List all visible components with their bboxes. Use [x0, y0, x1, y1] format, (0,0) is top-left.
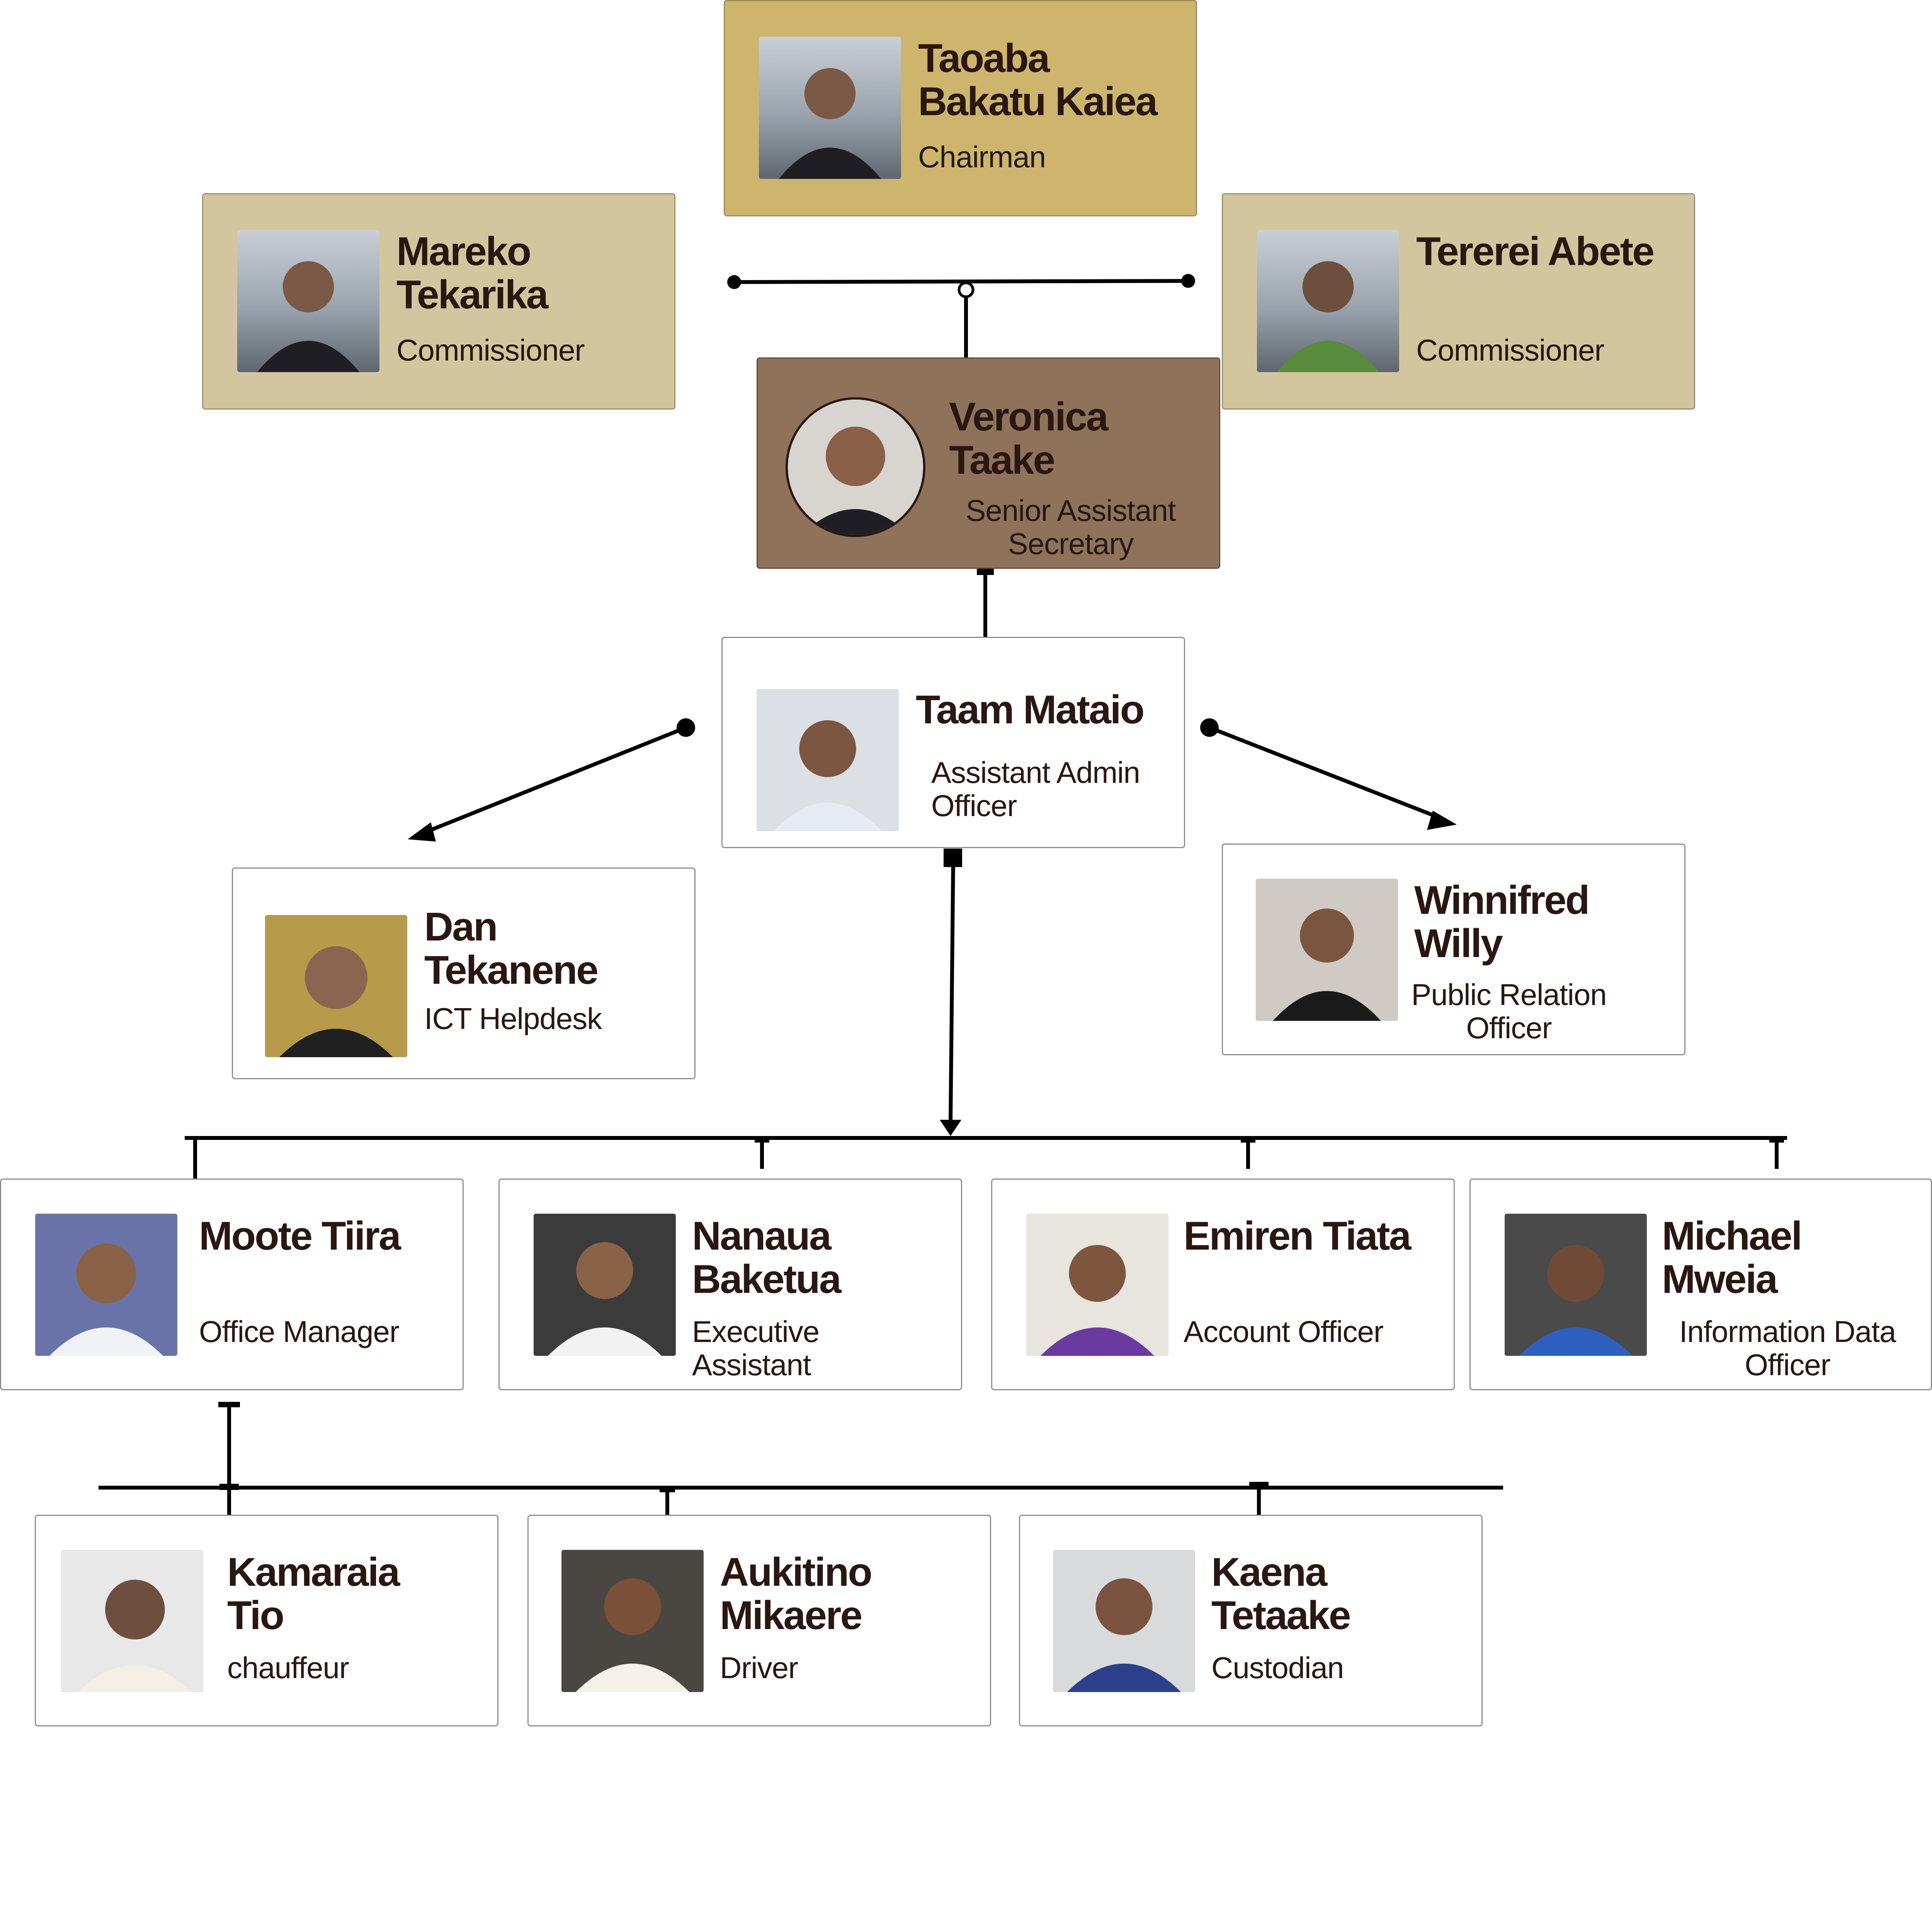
person-name: Taam Mataio [916, 687, 1145, 732]
ict-helpdesk-card[interactable]: Dan Tekanene ICT Helpdesk [232, 867, 696, 1079]
admin-officer-card[interactable]: Taam Mataio Assistant Admin Officer [721, 637, 1185, 848]
commissioner-card[interactable]: Tererei Abete Commissioner [1222, 193, 1695, 410]
chairman-card[interactable]: Taoaba Bakatu Kaiea Chairman [724, 0, 1197, 216]
person-name: Dan Tekanene [424, 905, 599, 993]
account-officer-card[interactable]: Emiren Tiata Account Officer [991, 1179, 1455, 1390]
person-role: chauffeur [227, 1651, 349, 1685]
person-photo [786, 397, 925, 537]
person-photo [237, 230, 379, 372]
senior-secretary-card[interactable]: Veronica Taake Senior Assistant Secretar… [757, 357, 1220, 569]
person-name: Veronica Taake [949, 395, 1109, 483]
chauffeur-card[interactable]: Kamaraia Tio chauffeur [35, 1515, 498, 1726]
person-photo [1053, 1550, 1195, 1692]
person-photo [759, 37, 901, 179]
person-photo [534, 1214, 676, 1356]
person-role: Commissioner [1416, 333, 1604, 367]
person-photo [1257, 230, 1399, 372]
person-photo [1505, 1214, 1647, 1356]
person-photo [61, 1550, 203, 1692]
public-relation-card[interactable]: Winnifred Willy Public Relation Officer [1222, 844, 1685, 1055]
person-role: Account Officer [1184, 1315, 1384, 1349]
person-name: Emiren Tiata [1184, 1214, 1411, 1259]
person-name: Winnifred Willy [1414, 878, 1590, 966]
person-name: Nanaua Baketua [692, 1214, 842, 1302]
person-role: Executive Assistant [692, 1315, 820, 1382]
person-name: Moote Tiira [199, 1214, 401, 1259]
person-role: Chairman [918, 140, 1046, 174]
person-role: Commissioner [396, 333, 585, 367]
person-photo [265, 915, 407, 1057]
info-data-officer-card[interactable]: Michael Mweia Information Data Officer [1469, 1179, 1932, 1390]
person-role: Driver [720, 1651, 798, 1685]
person-name: Taoaba Bakatu Kaiea [918, 36, 1158, 124]
person-name: Kaena Tetaake [1211, 1550, 1351, 1638]
person-photo [35, 1214, 177, 1356]
person-name: Tererei Abete [1416, 229, 1655, 274]
person-role: Assistant Admin Officer [931, 755, 1140, 823]
person-role: Office Manager [199, 1315, 400, 1349]
person-photo [757, 689, 899, 831]
office-manager-card[interactable]: Moote Tiira Office Manager [0, 1179, 464, 1390]
custodian-card[interactable]: Kaena Tetaake Custodian [1019, 1515, 1483, 1726]
person-role: Custodian [1211, 1651, 1344, 1685]
person-photo [1256, 879, 1398, 1021]
person-name: Kamaraia Tio [227, 1550, 400, 1638]
person-photo [561, 1550, 704, 1692]
person-role: Public Relation Officer [1411, 978, 1607, 1045]
person-role: ICT Helpdesk [424, 1002, 602, 1036]
commissioner-card[interactable]: Mareko Tekarika Commissioner [202, 193, 675, 410]
person-role: Senior Assistant Secretary [966, 493, 1176, 561]
person-name: Mareko Tekarika [396, 229, 548, 317]
person-photo [1026, 1214, 1168, 1356]
driver-card[interactable]: Aukitino Mikaere Driver [527, 1515, 991, 1726]
person-name: Michael Mweia [1662, 1214, 1802, 1302]
person-role: Information Data Officer [1679, 1315, 1896, 1382]
executive-assistant-card[interactable]: Nanaua Baketua Executive Assistant [498, 1179, 962, 1390]
person-name: Aukitino Mikaere [720, 1550, 872, 1638]
